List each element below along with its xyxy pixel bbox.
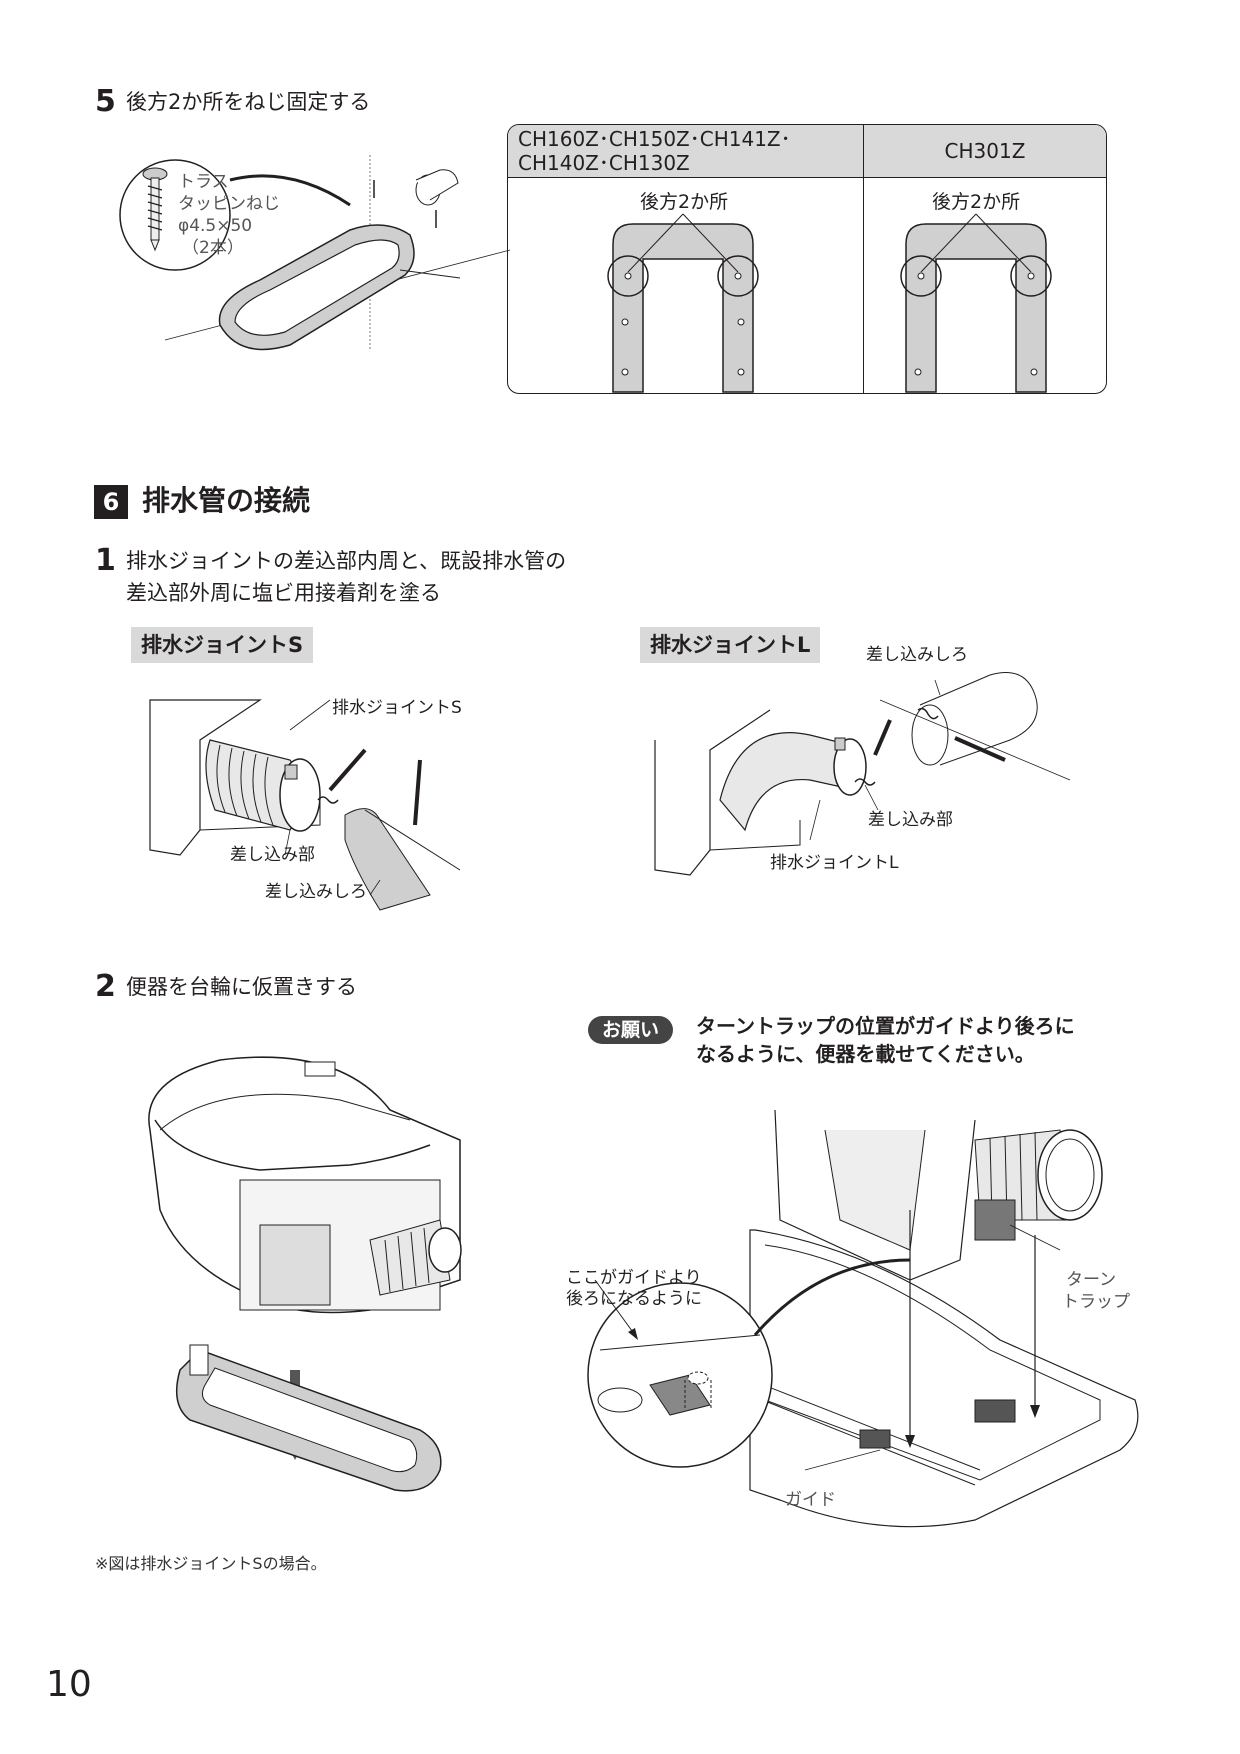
l-insert-margin-label: 差し込みしろ bbox=[866, 645, 968, 665]
screw-label-line4: （2本） bbox=[182, 238, 244, 258]
l-insert-part-label: 差し込み部 bbox=[868, 810, 953, 830]
model-table-header-left: CH160Z･CH150Z･CH141Z･ CH140Z･CH130Z bbox=[508, 125, 864, 178]
bellows-icon bbox=[369, 1219, 462, 1296]
base-frame-icon bbox=[218, 224, 461, 351]
screw-zoom-circle bbox=[119, 159, 231, 271]
screw-icon bbox=[142, 167, 168, 252]
bellows-icon bbox=[974, 1129, 1103, 1221]
frame-plan-left-icon bbox=[607, 213, 759, 393]
model-table: CH160Z･CH150Z･CH141Z･ CH140Z･CH130Z CH30… bbox=[507, 124, 1107, 394]
screw-label-line3: φ4.5×50 bbox=[178, 216, 253, 236]
toilet-bottom-icon bbox=[774, 1109, 1103, 1281]
guide-detail-illustration bbox=[587, 1109, 1139, 1528]
step5-text: 後方2か所をねじ固定する bbox=[126, 90, 371, 114]
model-table-header-left-line1: CH160Z･CH150Z･CH141Z･ bbox=[518, 127, 791, 151]
section6-title: 排水管の接続 bbox=[142, 484, 311, 517]
rear-two-points-label-left: 後方2か所 bbox=[640, 191, 729, 213]
notice-badge: お願い bbox=[588, 1016, 674, 1044]
model-table-header-right: CH301Z bbox=[864, 125, 1106, 178]
joint-l-label: 排水ジョイントL bbox=[770, 853, 899, 873]
step1-line2: 差込部外周に塩ビ用接着剤を塗る bbox=[126, 581, 441, 605]
bellows-icon bbox=[205, 739, 321, 832]
toilet-icon bbox=[148, 1056, 462, 1314]
pipe-end-icon bbox=[879, 672, 1071, 781]
page-number: 10 bbox=[46, 1664, 92, 1705]
toilet-on-base-illustration bbox=[148, 1056, 462, 1492]
joint-l-tag: 排水ジョイントL bbox=[640, 627, 821, 663]
section6-number: 6 bbox=[94, 485, 128, 519]
s-insert-part-label: 差し込み部 bbox=[230, 845, 315, 865]
step2-number: 2 bbox=[95, 969, 116, 1004]
zoom-circle-icon bbox=[587, 1282, 773, 1468]
joint-s-illustration bbox=[149, 699, 461, 911]
joint-l-illustration bbox=[654, 672, 1071, 876]
pipe-icon bbox=[415, 169, 459, 206]
step5-frame-illustration bbox=[119, 155, 511, 351]
notice-line2: なるように、便器を載せてください。 bbox=[696, 1042, 1035, 1066]
footnote: ※図は排水ジョイントSの場合。 bbox=[95, 1554, 327, 1573]
model-table-cell-left: 後方2か所 bbox=[508, 178, 864, 393]
turntrap-label-line2: トラップ bbox=[1062, 1292, 1130, 1312]
pipe-end-icon bbox=[344, 759, 461, 911]
turntrap-label-line1: ターン bbox=[1066, 1270, 1117, 1290]
screw-label-line2: タッピンねじ bbox=[178, 194, 280, 214]
step5-number: 5 bbox=[95, 84, 116, 119]
step2-text: 便器を台輪に仮置きする bbox=[126, 975, 357, 999]
elbow-joint-icon bbox=[719, 732, 867, 832]
callout-line2: 後ろになるように bbox=[566, 1289, 702, 1309]
base-frame-icon bbox=[175, 1344, 442, 1492]
callout-line1: ここがガイドより bbox=[566, 1268, 702, 1288]
frame-plan-right-icon bbox=[900, 213, 1052, 393]
screw-label-line1: トラス bbox=[178, 172, 229, 192]
rear-two-points-label-right: 後方2か所 bbox=[932, 191, 1021, 213]
step1-line1: 排水ジョイントの差込部内周と、既設排水管の bbox=[126, 549, 567, 573]
notice-line1: ターントラップの位置がガイドより後ろに bbox=[696, 1014, 1075, 1038]
joint-s-tag: 排水ジョイントS bbox=[131, 627, 314, 663]
s-insert-margin-label: 差し込みしろ bbox=[265, 882, 367, 902]
model-table-cell-right: 後方2か所 bbox=[864, 178, 1106, 393]
guide-label: ガイド bbox=[785, 1490, 836, 1510]
step1-number: 1 bbox=[95, 543, 116, 578]
joint-s-label: 排水ジョイントS bbox=[332, 698, 462, 718]
model-table-header-left-line2: CH140Z･CH130Z bbox=[518, 151, 690, 175]
